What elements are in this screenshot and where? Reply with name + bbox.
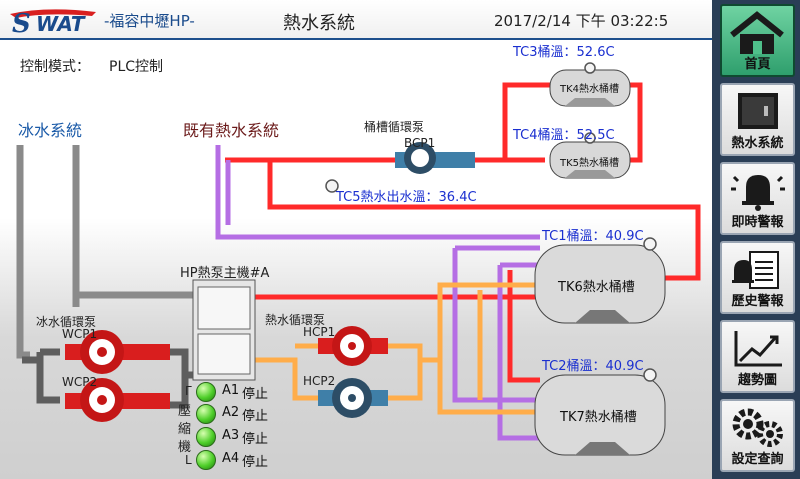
tk4-label: TK4熱水桶槽 <box>560 84 620 95</box>
nav-home-label: 首頁 <box>744 57 771 72</box>
nav-hot-water-system[interactable]: 熱水系統 <box>720 83 795 156</box>
compressor-a2-name: A2 <box>222 405 240 420</box>
nav-settings[interactable]: 設定查詢 <box>720 399 795 472</box>
svg-text:WAT: WAT <box>36 12 86 36</box>
tc4-temp-label: TC4桶溫：52.5C <box>513 128 615 143</box>
swat-logo: S WAT <box>10 9 96 36</box>
compressor-a1-led <box>196 382 216 402</box>
tc2-temp-label: TC2桶溫：40.9C <box>542 359 644 374</box>
hot-circ-pump-label: 熱水循環泵 <box>265 313 326 327</box>
orange-pipes <box>255 282 540 415</box>
ice-water-pipes <box>16 145 195 359</box>
nav-settings-label: 設定查詢 <box>731 452 784 467</box>
hcp2-label: HCP2 <box>303 374 336 388</box>
compressor-side-label-3: 機 <box>178 440 192 455</box>
home-icon <box>730 11 784 54</box>
compressor-a1-name: A1 <box>222 383 240 398</box>
compressor-side-label-2: 縮 <box>178 422 192 437</box>
tk7-label: TK7熱水桶槽 <box>560 410 637 425</box>
purple-pipes <box>215 145 540 441</box>
pump-wcp1-shape <box>65 330 170 374</box>
compressor-bracket-top: Γ <box>185 384 192 398</box>
control-mode-value: PLC控制 <box>109 59 164 75</box>
nav-alarm-history[interactable]: 歷史警報 <box>720 241 795 314</box>
control-mode-label: 控制模式： <box>20 59 90 75</box>
tk6-label: TK6熱水桶槽 <box>558 280 635 295</box>
tc3-temp-label: TC3桶溫：52.6C <box>513 45 615 60</box>
compressor-a4-name: A4 <box>222 451 240 466</box>
compressor-a3-name: A3 <box>222 428 240 443</box>
ice-circ-pump-label: 冰水循環泵 <box>36 315 97 329</box>
alarm-log-icon <box>732 251 779 289</box>
compressor-a2-led <box>196 404 216 424</box>
nav-trend-chart-label: 趨勢圖 <box>737 373 777 388</box>
datetime-readout: 2017/2/14 下午 03:22:5 <box>494 12 669 30</box>
heat-pump-label: HP熱泵主機#A <box>180 266 270 281</box>
compressor-a4-status: 停止 <box>242 455 269 470</box>
existing-hot-water-section-label: 既有熱水系統 <box>183 121 280 140</box>
pump-hcp1-shape <box>318 326 388 366</box>
nav-trend-chart[interactable]: 趨勢圖 <box>720 320 795 393</box>
tc1-temp-label: TC1桶溫：40.9C <box>542 229 644 244</box>
compressor-a4-led <box>196 450 216 470</box>
trend-chart-icon <box>734 331 782 367</box>
tank-tk7-shape <box>534 374 666 456</box>
pump-hcp2-shape <box>318 378 388 418</box>
svg-text:S: S <box>12 9 31 36</box>
compressor-a3-status: 停止 <box>242 432 269 447</box>
wcp2-label: WCP2 <box>62 375 98 389</box>
header-bar: S WAT -福容中壢HP- 熱水系統 2017/2/14 下午 03:22:5 <box>0 0 712 40</box>
gears-icon <box>732 408 783 447</box>
tank-tk6-shape <box>534 244 666 324</box>
compressor-bracket-bottom: L <box>185 453 192 467</box>
page-title: 熱水系統 <box>283 13 355 34</box>
nav-live-alarm-label: 即時警報 <box>731 215 784 230</box>
heat-pump-cabinet <box>192 279 256 381</box>
pump-bcp1-shape <box>395 142 475 174</box>
tk5-label: TK5熱水桶槽 <box>560 158 620 169</box>
compressor-a2-status: 停止 <box>242 409 269 424</box>
tank-circ-pump-label: 桶槽循環泵 <box>364 120 425 134</box>
wcp1-label: WCP1 <box>62 327 98 341</box>
tank-tk4-shape <box>549 69 631 107</box>
bell-icon <box>731 175 785 211</box>
compressor-side-label-1: 壓 <box>178 404 192 419</box>
nav-alarm-history-label: 歷史警報 <box>731 294 784 309</box>
nav-hot-water-system-label: 熱水系統 <box>731 136 784 151</box>
site-name: -福容中壢HP- <box>104 12 195 30</box>
pump-wcp2-shape <box>65 378 170 422</box>
piping-diagram <box>16 62 701 456</box>
nav-live-alarm[interactable]: 即時警報 <box>720 162 795 235</box>
hcp1-label: HCP1 <box>303 325 336 339</box>
compressor-a3-led <box>196 427 216 447</box>
safe-box-icon <box>738 93 778 129</box>
bcp1-label: BCP1 <box>404 136 436 150</box>
gauges <box>325 62 657 382</box>
tc5-temp-label: TC5熱水出水溫：36.4C <box>336 190 477 205</box>
ice-water-section-label: 冰水系統 <box>18 121 83 140</box>
tank-tk5-shape <box>549 141 631 179</box>
compressor-a1-status: 停止 <box>242 387 269 402</box>
nav-home[interactable]: 首頁 <box>720 4 795 77</box>
